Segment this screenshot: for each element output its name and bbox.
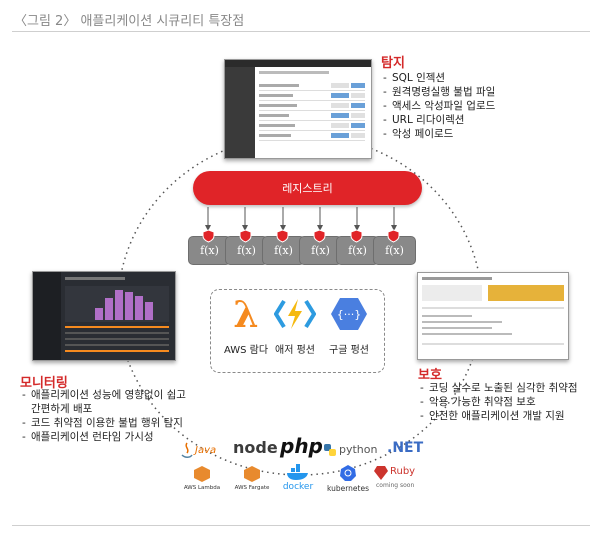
- monitoring-list: 애플리케이션 성능에 영향없이 쉽고 간편하게 배포 코드 취약점 이용한 불법…: [22, 388, 192, 444]
- shield-icon: [202, 229, 215, 243]
- serverless-services-box: [210, 289, 385, 373]
- shield-icon: [313, 229, 326, 243]
- google-cloud-functions-icon: {···}: [331, 298, 367, 330]
- kubernetes-icon: [340, 465, 356, 481]
- detection-title: 탐지: [381, 56, 405, 71]
- python-logo: python: [323, 441, 381, 461]
- shield-icon: [350, 229, 363, 243]
- shield-icon: [239, 229, 252, 243]
- java-icon: [181, 442, 193, 458]
- python-icon: [324, 444, 336, 456]
- service-label: AWS 람다: [223, 345, 269, 356]
- monitoring-item: 코드 취약점 이용한 불법 행위 탐지: [22, 416, 192, 430]
- detection-item: URL 리다이렉션: [383, 113, 593, 127]
- azure-functions-icon: [274, 299, 316, 329]
- protection-list: 코딩 실수로 노출된 심각한 취약점 악용 가능한 취약점 보호 안전한 애플리…: [420, 381, 595, 423]
- aws-lambda-logo: AWS Lambda: [180, 466, 224, 496]
- kubernetes-text: kubernetes: [326, 484, 370, 493]
- registry-bar: 레지스트리: [193, 171, 422, 205]
- detection-item: 악성 페이로드: [383, 127, 593, 141]
- shield-icon: [387, 229, 400, 243]
- aws-fargate-logo: AWS Fargate: [230, 466, 274, 496]
- docker-logo: docker: [278, 464, 318, 496]
- lambda-icon: λ: [233, 296, 258, 332]
- node-logo: node: [233, 438, 278, 457]
- top-divider: [12, 31, 590, 32]
- protection-item: 악용 가능한 취약점 보호: [420, 395, 595, 409]
- monitoring-screenshot: [32, 271, 176, 361]
- python-text: python: [339, 443, 378, 456]
- svg-text:λ: λ: [233, 296, 258, 332]
- detection-item: 원격명령실행 불법 파일: [383, 85, 593, 99]
- service-label: 구글 펑션: [329, 345, 369, 356]
- protection-screenshot: [417, 272, 569, 360]
- detection-screenshot: [224, 59, 372, 159]
- docker-text: docker: [282, 482, 314, 492]
- ruby-text: Ruby: [390, 466, 416, 477]
- java-logo: Java: [180, 441, 230, 463]
- ruby-icon: [374, 466, 388, 480]
- protection-item: 코딩 실수로 노출된 심각한 취약점: [420, 381, 595, 395]
- monitoring-item: 애플리케이션 성능에 영향없이 쉽고 간편하게 배포: [22, 388, 192, 416]
- aws-fargate-text: AWS Fargate: [234, 485, 270, 491]
- detection-item: SQL 인젝션: [383, 71, 593, 85]
- detection-list: SQL 인젝션 원격명령실행 불법 파일 액세스 악성파일 업로드 URL 리다…: [383, 71, 593, 141]
- protection-title: 보호: [418, 368, 442, 383]
- service-label: 애저 펑션: [275, 345, 315, 356]
- aws-fargate-icon: [244, 466, 260, 482]
- php-logo: php: [280, 434, 323, 458]
- kubernetes-logo: kubernetes: [322, 465, 374, 495]
- dotnet-logo: .NET: [387, 440, 424, 456]
- monitoring-item: 애플리케이션 런타임 가시성: [22, 430, 192, 444]
- ruby-logo: Ruby coming soon: [374, 464, 424, 496]
- protection-item: 안전한 애플리케이션 개발 지원: [420, 409, 595, 423]
- docker-icon: [287, 464, 308, 480]
- shield-icon: [276, 229, 289, 243]
- bottom-divider: [12, 525, 590, 526]
- figure-title: 〈그림 2〉 애플리케이션 시큐리티 특장점: [14, 14, 245, 29]
- aws-lambda-text: AWS Lambda: [183, 485, 221, 491]
- detection-item: 액세스 악성파일 업로드: [383, 99, 593, 113]
- svg-text:{···}: {···}: [337, 308, 362, 321]
- ruby-coming-soon: coming soon: [376, 482, 415, 489]
- java-text: Java: [195, 445, 217, 456]
- aws-lambda-icon: [194, 466, 210, 482]
